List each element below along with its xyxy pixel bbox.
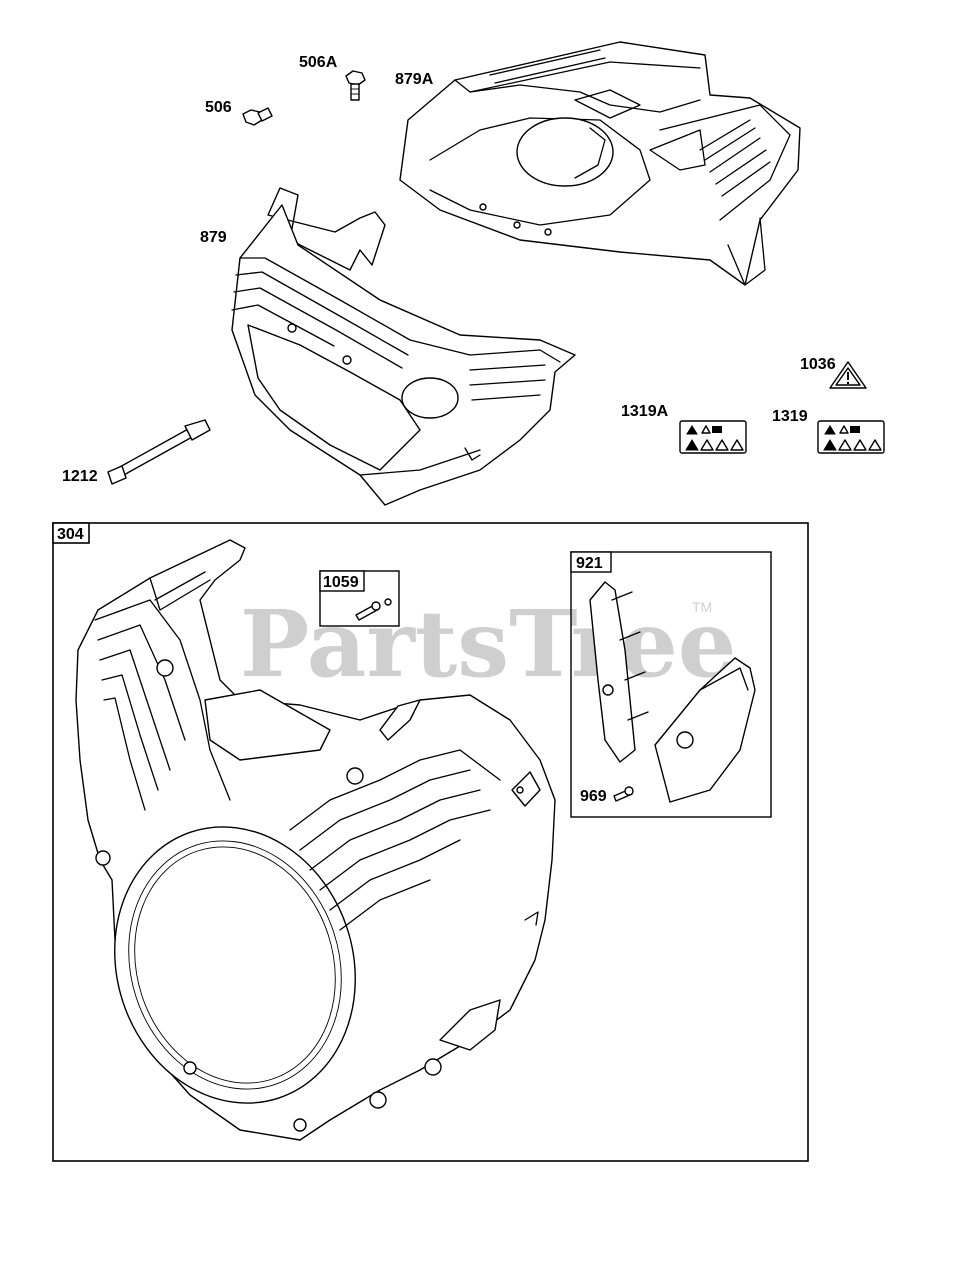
decal-1319a[interactable]	[679, 420, 747, 454]
group-1059-label: 1059	[323, 574, 359, 591]
callout-506: 506	[205, 99, 232, 116]
warning-label-1036[interactable]	[829, 361, 867, 389]
group-921-label: 921	[576, 555, 603, 572]
callout-1212: 1212	[62, 468, 98, 485]
decal-1319[interactable]	[817, 420, 885, 454]
blower-housing-304[interactable]	[75, 539, 556, 1141]
callout-879: 879	[200, 229, 227, 246]
callout-1319: 1319	[772, 408, 808, 425]
shroud-879[interactable]	[231, 187, 576, 506]
screw-969[interactable]	[613, 786, 634, 802]
callout-506a: 506A	[299, 54, 338, 71]
group-1059: 1059	[319, 570, 400, 627]
callout-1036: 1036	[800, 356, 836, 373]
group-304: 304	[52, 522, 809, 1162]
bolt-506[interactable]	[242, 107, 273, 126]
callout-879a: 879A	[395, 71, 434, 88]
bolt-506a[interactable]	[345, 70, 366, 101]
group-921: 921	[570, 551, 772, 818]
baffle-921[interactable]	[589, 581, 756, 803]
group-304-label: 304	[57, 526, 84, 543]
watermark-trademark: TM	[692, 599, 712, 615]
stud-1212[interactable]	[107, 419, 211, 485]
callout-969: 969	[580, 788, 607, 805]
callout-1319a: 1319A	[621, 403, 669, 420]
screw-1059[interactable]	[355, 598, 392, 621]
shroud-879a[interactable]	[399, 41, 801, 286]
watermark-text: PartsTree	[240, 590, 736, 698]
